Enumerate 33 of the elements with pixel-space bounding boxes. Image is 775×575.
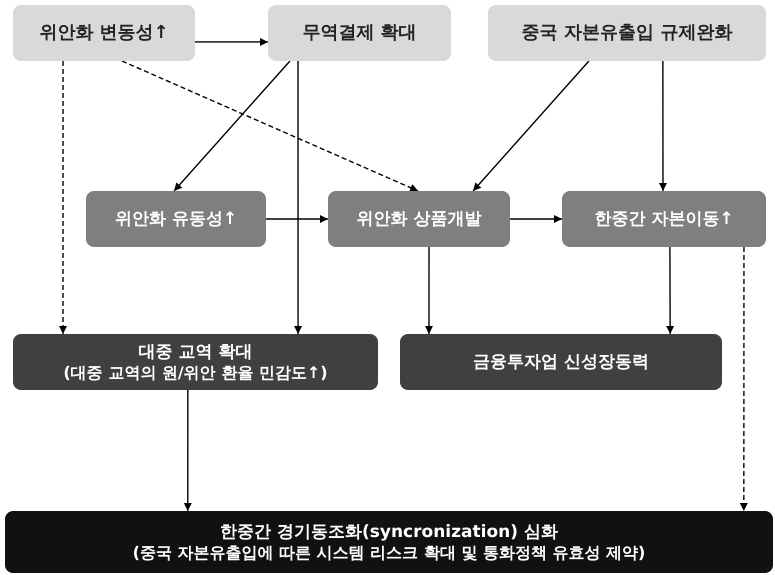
arrow (122, 60, 418, 192)
box-title: 대중 교역 확대 (138, 342, 252, 363)
arrow (174, 60, 290, 192)
middle-box (86, 191, 266, 247)
top-box (13, 5, 195, 61)
box-title: 중국 자본유출입 규제완화 (522, 22, 732, 44)
box-subtitle: (중국 자본유출입에 따른 시스템 리스크 확대 및 통화정책 유효성 제약) (132, 542, 646, 562)
box-title: 위안화 유동성↑ (114, 208, 238, 230)
arrow (472, 60, 590, 192)
top-box (268, 5, 451, 61)
arrow (59, 61, 67, 334)
result-box (400, 334, 722, 390)
box-title: 금융투자업 신성장동력 (473, 352, 649, 372)
arrow (424, 247, 433, 334)
arrow (184, 390, 192, 511)
arrow (294, 61, 302, 334)
arrow (510, 215, 562, 223)
result-box (13, 334, 378, 390)
outcome-banner (5, 511, 773, 573)
arrow (195, 38, 268, 46)
box-title: 무역결제 확대 (302, 22, 417, 44)
box-title: 위안화 변동성↑ (39, 22, 169, 44)
arrow (266, 215, 328, 223)
box-title: 한중간 자본이동↑ (594, 208, 734, 230)
top-box (488, 5, 766, 61)
middle-box (562, 191, 766, 247)
arrow (658, 61, 667, 191)
arrow (666, 247, 674, 334)
box-subtitle: (대중 교역의 원/위안 환율 민감도↑) (63, 362, 328, 382)
middle-box (328, 191, 510, 247)
box-title: 위안화 상품개발 (356, 208, 482, 230)
arrow (740, 247, 748, 511)
box-title: 한중간 경기동조화(syncronization) 심화 (220, 522, 558, 543)
